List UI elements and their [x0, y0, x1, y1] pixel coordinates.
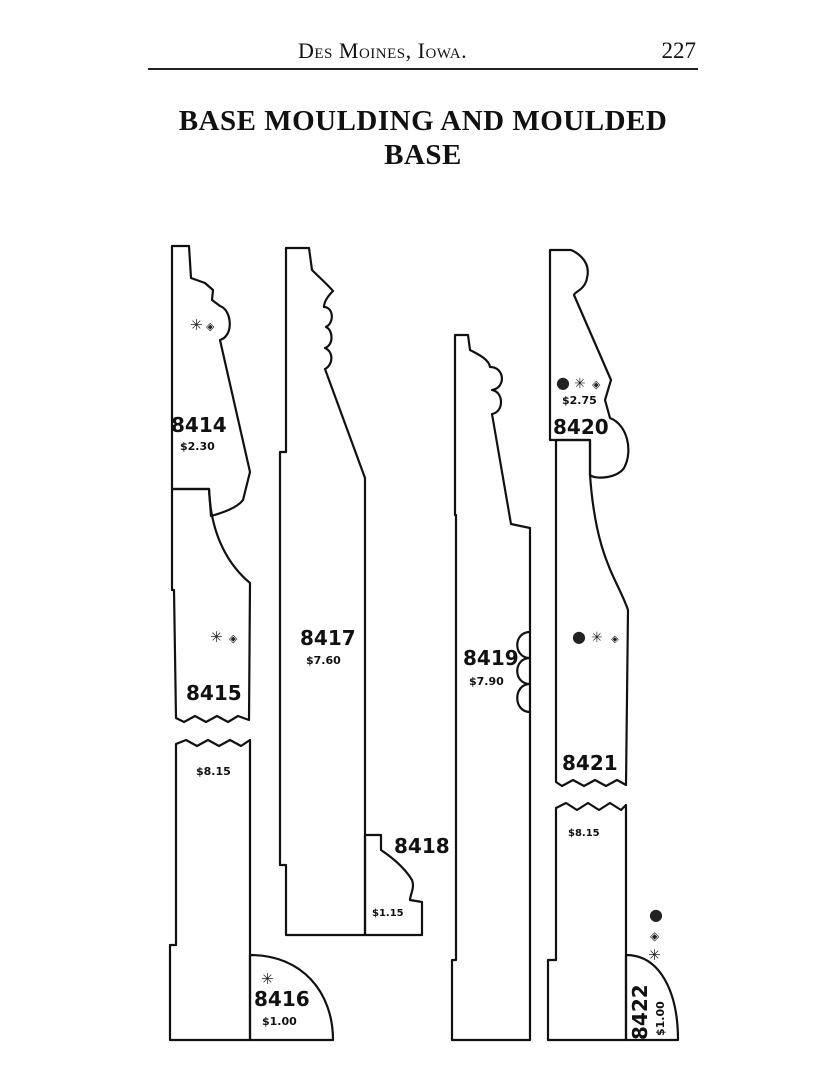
moulding-price-8422: $1.00 — [654, 1001, 667, 1036]
profile-8419 — [450, 333, 532, 1042]
profile-8418 — [363, 833, 424, 937]
profile-8419-scallops — [516, 630, 532, 714]
moulding-number-8414: 8414 — [171, 413, 227, 437]
moulding-price-8417: $7.60 — [306, 654, 341, 667]
page-number: 227 — [661, 38, 697, 63]
asterisk-icon: ✳ — [190, 316, 203, 334]
moulding-price-8416: $1.00 — [262, 1015, 297, 1028]
diamond-icon: ◈ — [650, 929, 660, 943]
asterisk-icon: ✳ — [261, 970, 274, 988]
moulding-number-8421: 8421 — [562, 751, 618, 775]
moulding-price-8420: $2.75 — [562, 394, 597, 407]
moulding-number-8415: 8415 — [186, 681, 242, 705]
running-head-place: Des Moines, Iowa. — [298, 38, 468, 63]
moulding-price-8421: $8.15 — [568, 828, 600, 839]
profile-8415-upper — [170, 487, 252, 724]
asterisk-icon: ✳ — [210, 628, 223, 646]
profile-8416 — [248, 953, 335, 1042]
profile-8417 — [278, 246, 367, 937]
moulding-number-8418: 8418 — [394, 834, 450, 858]
profile-8421-lower — [546, 801, 628, 1042]
moulding-price-8418: $1.15 — [372, 908, 404, 919]
moulding-number-8420: 8420 — [553, 415, 609, 439]
diamond-icon: ◈ — [206, 320, 215, 333]
profile-8422 — [624, 953, 680, 1042]
moulding-price-8414: $2.30 — [180, 440, 215, 453]
dot-icon: ● — [649, 905, 663, 924]
asterisk-icon: ✳ — [574, 376, 586, 392]
asterisk-icon: ✳ — [648, 946, 661, 964]
profile-8414 — [170, 244, 252, 518]
profile-8420 — [548, 248, 630, 479]
moulding-price-8419: $7.90 — [469, 675, 504, 688]
asterisk-icon: ✳ — [591, 630, 603, 646]
dot-icon: ● — [556, 373, 570, 392]
moulding-number-8416: 8416 — [254, 987, 310, 1011]
moulding-price-8415: $8.15 — [196, 765, 231, 778]
profile-8421 — [554, 438, 630, 788]
running-head: Des Moines, Iowa. 227 — [148, 36, 698, 70]
profile-8415-lower — [168, 738, 252, 1042]
diamond-icon: ◈ — [229, 632, 238, 645]
moulding-number-8417: 8417 — [300, 626, 356, 650]
diamond-icon: ◈ — [592, 378, 601, 391]
moulding-number-8419: 8419 — [463, 646, 519, 670]
diamond-icon: ◈ — [611, 634, 619, 645]
page-title-line-1: BASE MOULDING AND MOULDED — [178, 105, 668, 137]
moulding-number-8422: 8422 — [628, 984, 652, 1040]
page-title-line-2: BASE — [384, 139, 462, 171]
page-title: BASE MOULDING AND MOULDED BASE — [140, 104, 706, 172]
dot-icon: ● — [572, 627, 586, 646]
